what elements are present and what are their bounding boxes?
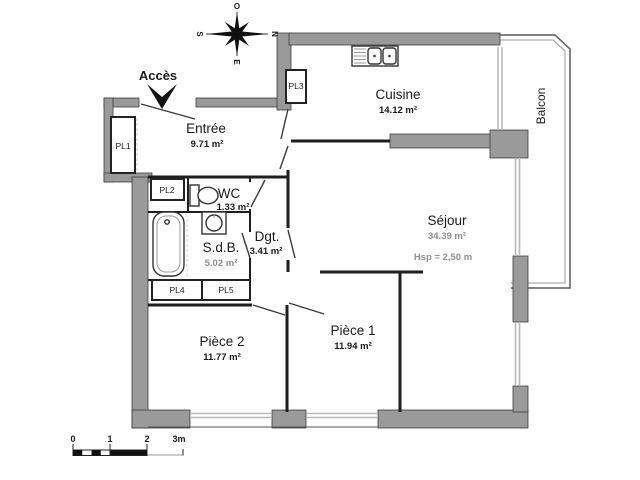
dgt-area: 3.41 m² [250,246,283,257]
scale-tick-0: 0 [70,434,75,444]
windows [148,47,521,428]
closet-pl1-label: PL1 [115,141,130,151]
closet-pl5-box [201,279,251,301]
bathtub [152,211,185,277]
dgt-sejour-door-leaf [287,229,296,259]
kitchen-door-leaf [280,108,289,140]
closet-labels: PL1 PL2 PL3 PL4 PL5 [115,81,303,295]
entree-area: 9.71 m² [191,139,224,150]
closet-pl2-label: PL2 [159,185,174,195]
kitchen-sink [351,45,399,67]
balcon-name: Balcon [534,88,548,125]
sdb-area: 5.02 m² [205,258,238,269]
balcony-railing [500,34,571,289]
room-labels: Entrée 9.71 m² Cuisine 14.12 m² Balcon S… [186,87,548,363]
closet-pl4-label: PL4 [169,285,184,295]
closet-pl2-box [150,178,185,201]
sejour-ceiling-height: Hsp = 2,50 m [414,252,472,263]
scale-tick-1: 1 [107,434,112,444]
compass-west-label: O [234,2,240,11]
piece1-area: 11.94 m² [334,341,372,352]
closet-pl3-box [285,69,307,104]
access-marker: Accès [139,68,177,109]
sdb-door-leaf [241,232,251,259]
compass-north-label: N [270,31,279,37]
wc-name: WC [218,186,241,201]
toilet [189,184,219,207]
wc-area: 1.33 m² [217,202,250,213]
piece2-area: 11.77 m² [203,352,241,363]
closet-pl5-label: PL5 [218,285,233,295]
scale-tick-2: 2 [144,434,149,444]
compass-rose: O N S E [195,2,279,65]
piece1-door-leaf [288,302,325,315]
closet-pl1-box [110,116,136,174]
entree-sejour-door-leaf [279,145,289,170]
entree-name: Entrée [186,121,226,136]
access-arrow-icon [147,84,177,109]
sejour-area: 34.39 m² [428,231,466,242]
sdb-name: S.d.B. [203,240,240,255]
outer-walls [103,32,529,429]
doors [140,103,325,316]
access-label: Accès [139,68,177,83]
wc-door-leaf [250,179,266,208]
scale-bar: 0 1 2 3m [70,434,186,456]
dgt-name: Dgt. [255,229,280,244]
piece2-name: Pièce 2 [199,334,244,349]
piece1-name: Pièce 1 [330,323,375,338]
piece2-door-leaf [252,304,286,316]
washbasin [201,211,227,235]
sejour-name: Séjour [427,213,467,228]
scale-tick-3: 3m [172,434,185,444]
closet-pl3-label: PL3 [288,81,303,91]
cuisine-name: Cuisine [375,87,420,102]
compass-east-label: E [232,59,241,65]
closets [110,69,307,301]
cuisine-area: 14.12 m² [379,105,417,116]
compass-south-label: S [195,31,204,37]
entrance-door-leaf [140,103,196,120]
interior-walls [148,139,423,412]
